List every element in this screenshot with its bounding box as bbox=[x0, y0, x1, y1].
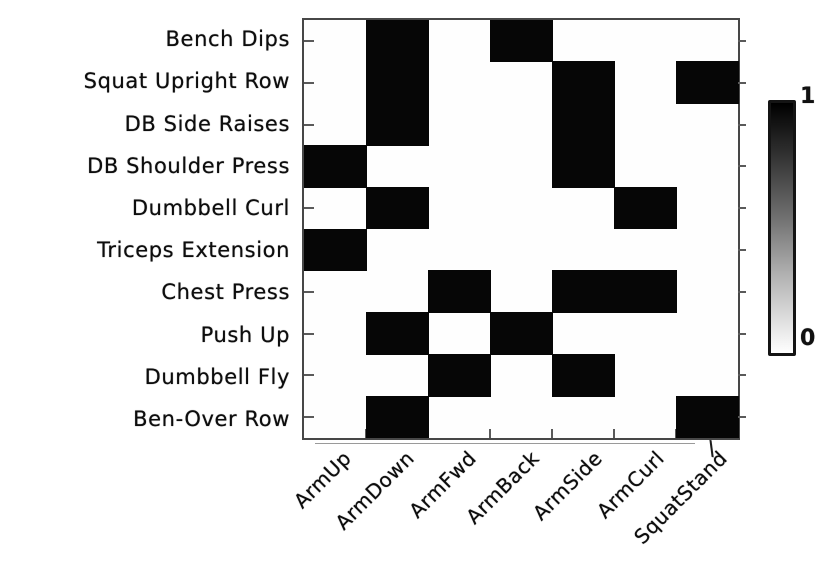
y-tick-label: Triceps Extension bbox=[97, 238, 290, 263]
heatmap-cell bbox=[551, 353, 615, 397]
y-tick-label: DB Side Raises bbox=[124, 111, 290, 136]
heatmap-cell bbox=[675, 61, 739, 105]
y-tick bbox=[304, 81, 314, 84]
y-tick bbox=[304, 416, 314, 419]
heatmap-cell bbox=[489, 19, 553, 63]
y-tick-label: Push Up bbox=[200, 322, 290, 347]
heatmap-cell bbox=[365, 395, 429, 439]
y-tick bbox=[304, 290, 314, 293]
x-tick bbox=[613, 429, 615, 438]
colorbar-max-label: 1 bbox=[800, 84, 816, 109]
heatmap-cell bbox=[365, 19, 429, 63]
y-tick-right bbox=[738, 165, 746, 168]
heatmap-plot bbox=[302, 18, 746, 440]
heatmap-cell bbox=[675, 395, 739, 439]
y-tick-right bbox=[738, 248, 746, 251]
heatmap-cell bbox=[365, 103, 429, 146]
heatmap-cell bbox=[551, 103, 615, 146]
heatmap-cell bbox=[613, 186, 677, 230]
y-tick-label: Dumbbell Curl bbox=[131, 195, 290, 220]
axis-shadow-line bbox=[315, 443, 695, 444]
y-tick bbox=[304, 207, 314, 210]
colorbar-min-label: 0 bbox=[800, 326, 816, 351]
y-tick bbox=[304, 39, 314, 42]
heatmap-cell bbox=[365, 312, 429, 355]
heatmap-cell bbox=[551, 144, 615, 188]
x-tick bbox=[551, 429, 553, 438]
heatmap-cell bbox=[551, 270, 615, 314]
y-tick-label: Dumbbell Fly bbox=[144, 364, 290, 389]
y-tick-right bbox=[738, 207, 746, 210]
heatmap-cell bbox=[551, 61, 615, 105]
y-tick-right bbox=[738, 374, 746, 377]
heatmap-cell bbox=[365, 61, 429, 105]
x-tick bbox=[489, 429, 491, 438]
heatmap-cell bbox=[427, 270, 491, 314]
heatmap-cell bbox=[489, 312, 553, 355]
y-tick bbox=[304, 123, 314, 126]
y-tick-right bbox=[738, 81, 746, 84]
y-tick bbox=[304, 332, 314, 335]
heatmap-cell bbox=[365, 186, 429, 230]
y-tick-right bbox=[738, 332, 746, 335]
colorbar: 1 0 bbox=[766, 84, 826, 376]
y-tick-label: Bench Dips bbox=[165, 27, 290, 52]
y-tick-label: Squat Upright Row bbox=[83, 69, 290, 94]
y-tick-right bbox=[738, 39, 746, 42]
colorbar-gradient bbox=[768, 100, 796, 356]
heatmap-cell bbox=[303, 228, 367, 272]
y-tick bbox=[304, 374, 314, 377]
y-tick-label: DB Shoulder Press bbox=[87, 153, 290, 178]
y-tick-label: Ben-Over Row bbox=[133, 406, 290, 431]
heatmap-cell bbox=[427, 353, 491, 397]
heatmap-cell bbox=[303, 144, 367, 188]
x-tick-label: SquatStand bbox=[628, 446, 732, 549]
y-tick-right bbox=[738, 416, 746, 419]
y-tick-right bbox=[738, 290, 746, 293]
heatmap-cell bbox=[613, 270, 677, 314]
y-tick-label: Chest Press bbox=[161, 280, 290, 305]
y-tick-right bbox=[738, 123, 746, 126]
